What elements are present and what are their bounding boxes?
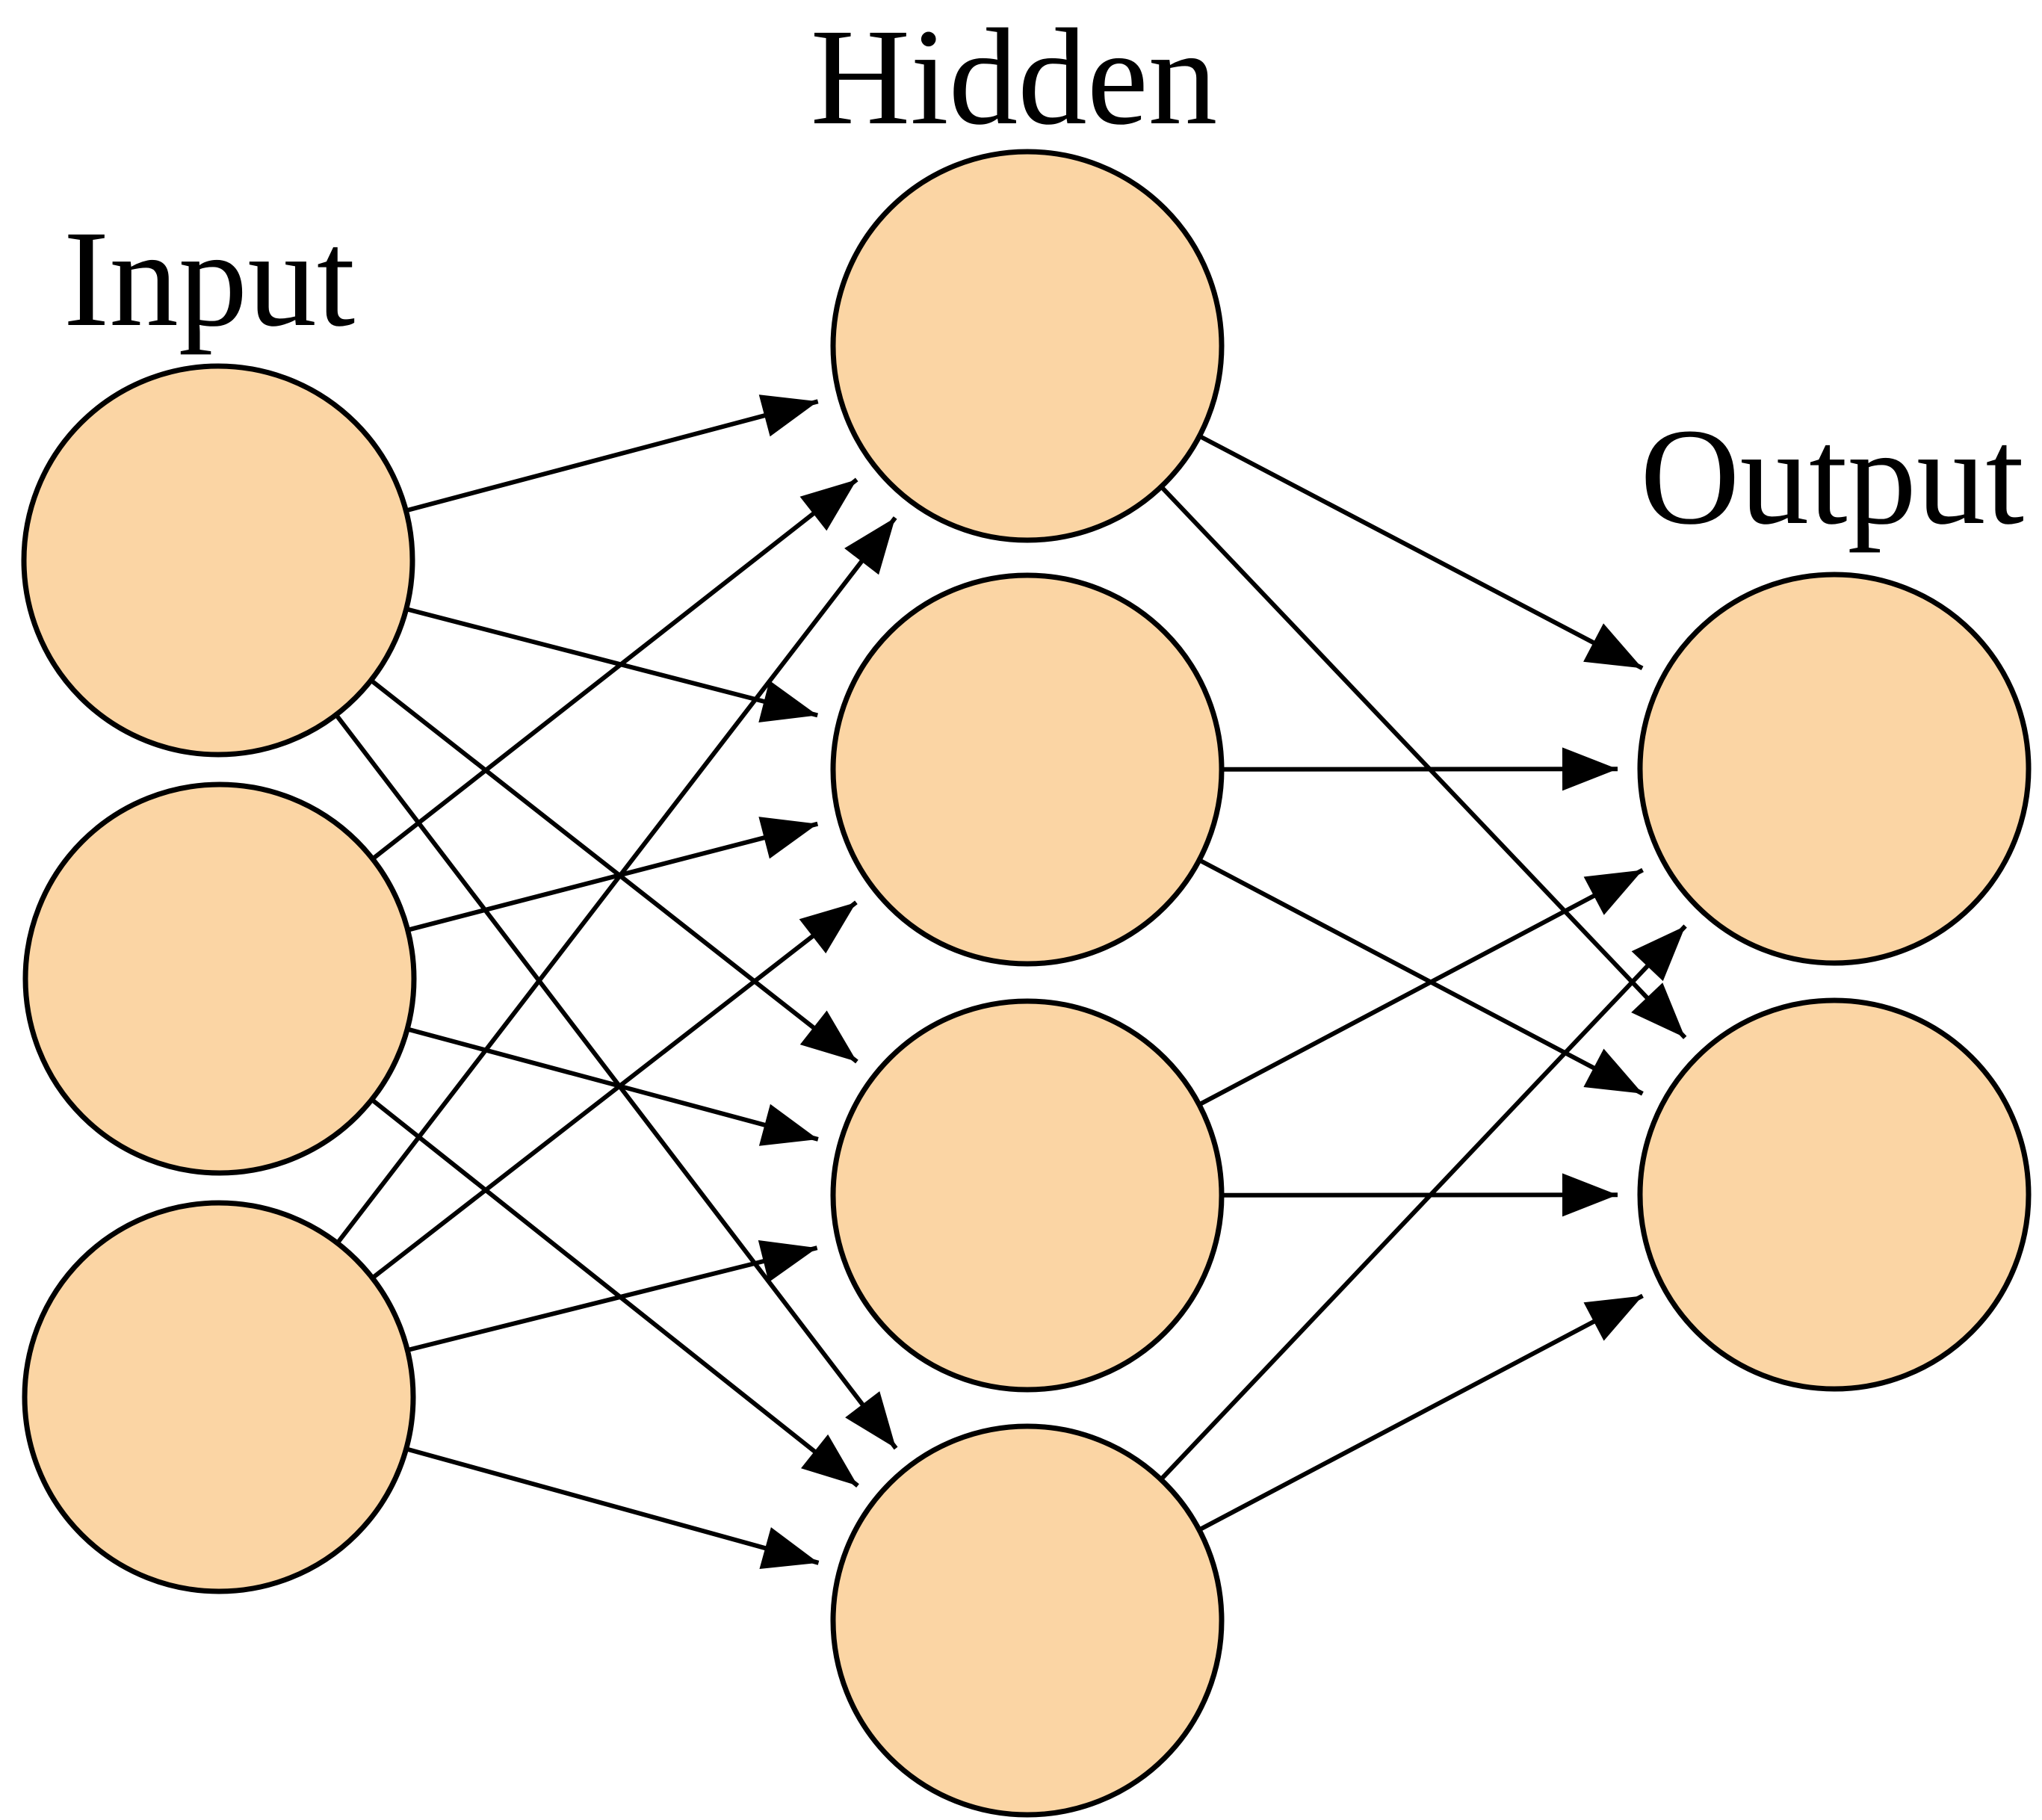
input-2-node xyxy=(22,781,417,1176)
input-1-node xyxy=(21,363,415,758)
edge-input-3-to-hidden-2 xyxy=(365,900,858,1285)
edge-input-2-to-hidden-1 xyxy=(365,477,858,866)
edge-input-3-to-hidden-3 xyxy=(399,1239,818,1355)
edge-input-1-to-hidden-2 xyxy=(398,604,818,722)
input-3-node xyxy=(22,1200,416,1594)
hidden-3-node xyxy=(830,998,1225,1393)
edge-hidden-3-to-output-1 xyxy=(1191,867,1645,1110)
edge-input-3-to-hidden-1 xyxy=(331,516,897,1251)
input-layer-label: Input xyxy=(64,202,356,356)
edge-input-2-to-hidden-3 xyxy=(399,1024,819,1146)
hidden-1-node xyxy=(830,149,1225,543)
edge-hidden-1-to-output-1 xyxy=(1192,430,1644,671)
edge-hidden-2-to-output-1 xyxy=(1213,747,1618,791)
hidden-4-node xyxy=(830,1423,1225,1818)
edge-input-2-to-hidden-2 xyxy=(400,817,819,935)
hidden-layer xyxy=(830,149,1225,1818)
edge-input-1-to-hidden-4 xyxy=(329,707,898,1450)
edge-input-2-to-hidden-4 xyxy=(364,1093,859,1488)
edge-input-3-to-hidden-4 xyxy=(398,1444,820,1570)
output-layer xyxy=(1637,572,2032,1392)
nodes-layer xyxy=(21,149,2032,1818)
hidden-layer-label: Hidden xyxy=(811,1,1218,154)
edge-input-1-to-hidden-3 xyxy=(363,674,858,1064)
hidden-2-node xyxy=(830,572,1225,967)
edge-hidden-2-to-output-2 xyxy=(1191,854,1644,1096)
edges-layer xyxy=(329,394,1687,1570)
output-layer-label: Output xyxy=(1640,400,2024,554)
output-2-node xyxy=(1637,997,2032,1392)
edge-hidden-1-to-output-2 xyxy=(1154,480,1687,1039)
labels-layer: Input Hidden Output xyxy=(64,1,2024,554)
output-1-node xyxy=(1637,572,2032,966)
input-layer xyxy=(21,363,417,1594)
edge-hidden-4-to-output-1 xyxy=(1154,924,1687,1487)
edge-input-1-to-hidden-1 xyxy=(397,394,819,515)
edge-hidden-4-to-output-2 xyxy=(1191,1293,1644,1535)
